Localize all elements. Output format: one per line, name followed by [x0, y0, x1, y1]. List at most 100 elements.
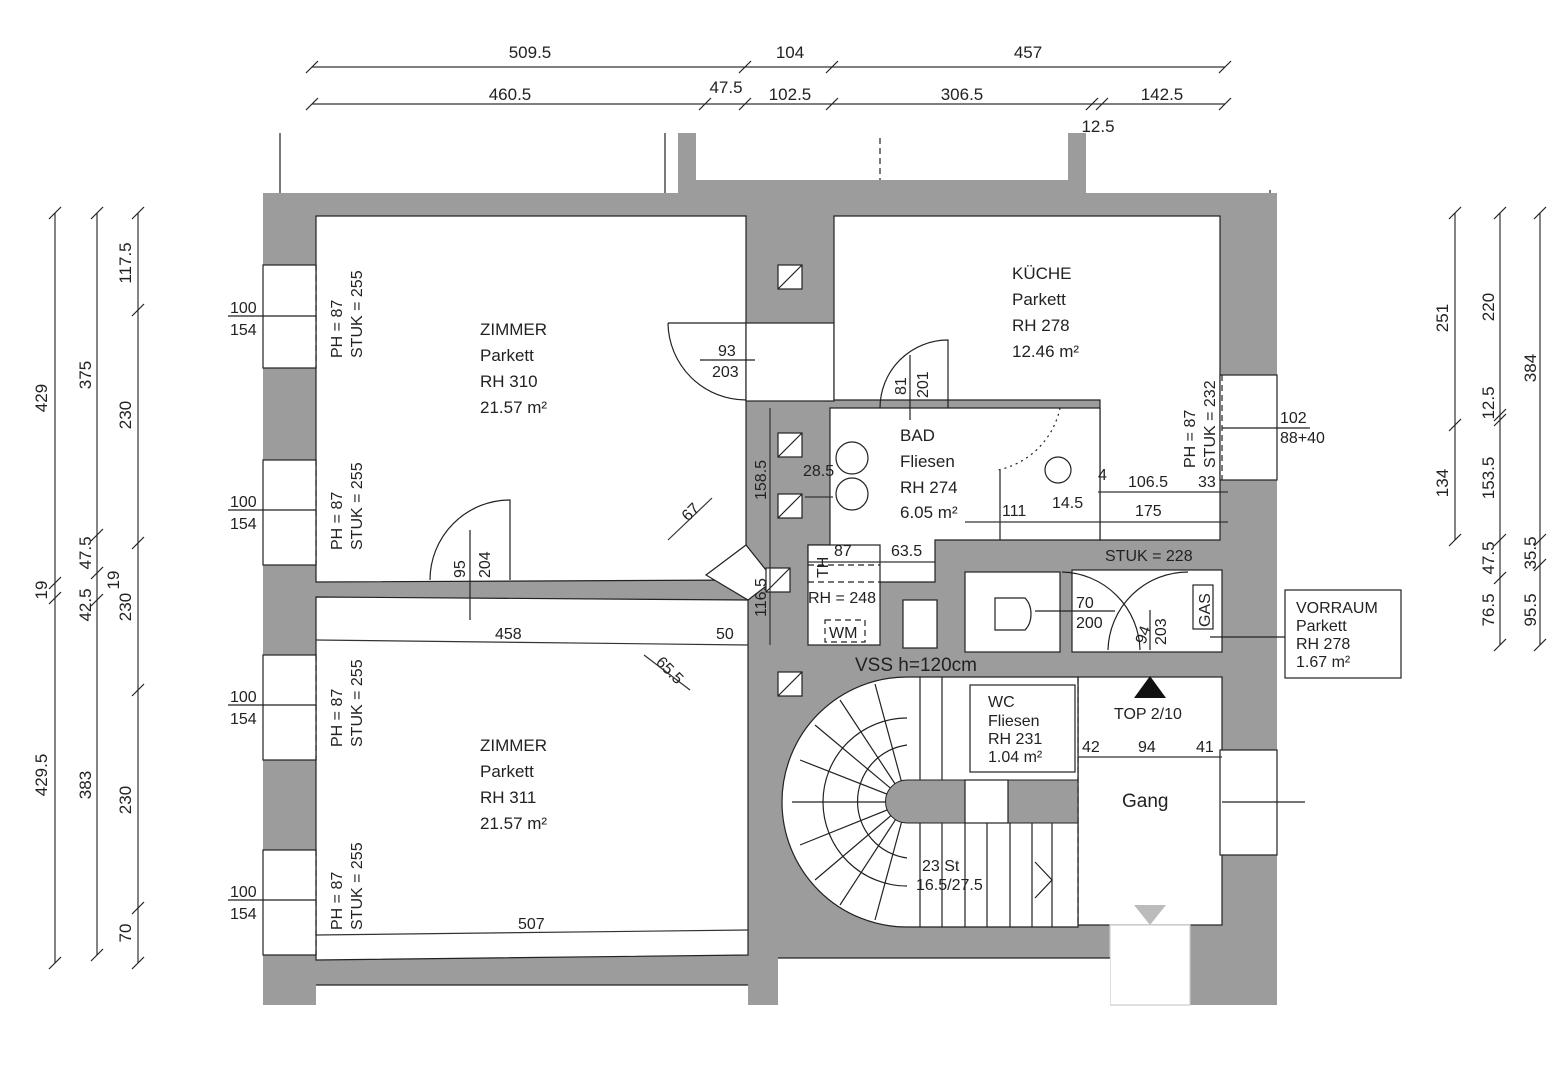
dim-label: 76.5 [1479, 593, 1498, 626]
dim-label: 47.5 [76, 536, 95, 569]
dim-label: 47.5 [1479, 541, 1498, 574]
dim-label: 12.5 [1081, 117, 1114, 136]
dim-label: 375 [76, 361, 95, 389]
dimension-tick [1218, 97, 1232, 111]
door-width: 93 [718, 343, 736, 360]
dim-label: 104 [776, 43, 804, 62]
dimension-lines [54, 66, 1541, 963]
dimension-tick [1493, 533, 1507, 547]
room-height: RH 278 [1012, 316, 1070, 335]
dim-label: 134 [1433, 469, 1452, 497]
room-zimmer-1-label: ZIMMER Parkett RH 310 21.57 m² [480, 320, 547, 417]
vss-label: VSS h=120cm [855, 655, 977, 676]
room-name: WC [988, 694, 1015, 711]
room-name: KÜCHE [1012, 264, 1072, 283]
room-height: RH 278 [1296, 636, 1350, 653]
room-floor: Fliesen [988, 713, 1040, 730]
dimension-tick [1493, 413, 1507, 427]
dimension-tick [305, 97, 319, 111]
dimension-tick [1533, 206, 1547, 220]
dim-label: 102.5 [769, 85, 812, 104]
dim-label: 230 [116, 401, 135, 429]
dimension-tick [131, 901, 145, 915]
room-zimmer-2-label: ZIMMER Parkett RH 311 21.57 m² [480, 736, 547, 833]
dimension-tick [131, 683, 145, 697]
dim-label: 106.5 [1128, 474, 1168, 491]
room-area: 1.04 m² [988, 749, 1043, 766]
dimension-tick [131, 303, 145, 317]
room-name: BAD [900, 426, 935, 445]
room-height: RH 274 [900, 478, 958, 497]
dimension-tick [1493, 206, 1507, 220]
dim-label: 158.5 [753, 460, 770, 500]
door-swings [429, 322, 1189, 651]
misc-labels: STUK = 228 RH = 248 TH WM GAS VSS h=120c… [808, 548, 1214, 894]
right-dimensions: 251 134 220 12.5 153.5 47.5 76.5 384 35.… [1433, 293, 1540, 627]
door-width: 94 [1133, 624, 1155, 647]
dimension-tick [48, 206, 62, 220]
window-stuk: STUK = 255 [349, 842, 366, 930]
dim-label: 4 [1098, 467, 1107, 484]
window-ph: PH = 87 [329, 872, 346, 930]
room-gang [1077, 676, 1223, 926]
dim-label: 95.5 [1521, 593, 1540, 626]
dim-label: 42.5 [76, 588, 95, 621]
door-height: 203 [1153, 618, 1170, 645]
top-dimensions: 509.5 104 457 460.5 47.5 102.5 306.5 142… [489, 43, 1184, 136]
room-floor: Parkett [1012, 290, 1066, 309]
dimension-tick [1533, 533, 1547, 547]
window-width: 100 [230, 884, 257, 901]
unit-label: TOP 2/10 [1114, 706, 1182, 723]
window-labels-right: 102 88+40 PH = 87 STUK = 232 [1182, 380, 1325, 468]
dimension-tick [90, 593, 104, 607]
room-area: 1.67 m² [1296, 654, 1351, 671]
dimension-tick [1448, 533, 1462, 547]
dim-label: 63.5 [891, 543, 922, 560]
room-vorraum-label: VORRAUM Parkett RH 278 1.67 m² [1210, 589, 1402, 679]
window-height: 154 [230, 516, 257, 533]
dim-label: 116.5 [753, 578, 770, 617]
dim-label: 12.5 [1479, 386, 1498, 419]
room-zimmer-2 [315, 596, 749, 961]
dim-label: 47.5 [709, 78, 742, 97]
dim-label: 383 [76, 771, 95, 799]
left-dimensions: 429 19 429.5 375 47.5 42.5 383 117.5 230… [32, 242, 135, 942]
dimension-tick [131, 206, 145, 220]
dimension-tick [738, 60, 752, 74]
dimension-tick [90, 948, 104, 962]
dimension-tick [825, 97, 839, 111]
dimension-tick [1493, 638, 1507, 652]
dim-label: 429 [32, 384, 51, 412]
window-height: 88+40 [1280, 430, 1325, 447]
dimension-tick [90, 528, 104, 542]
dim-label: 457 [1014, 43, 1042, 62]
room-wc-toilet [964, 571, 1061, 653]
dimension-ticks [48, 60, 1547, 970]
room-name: VORRAUM [1296, 600, 1378, 617]
door-width: 70 [1076, 595, 1094, 612]
dim-label: 28.5 [803, 463, 834, 480]
dim-label: 19 [104, 571, 123, 590]
room-bad-label: BAD Fliesen RH 274 6.05 m² [900, 426, 958, 522]
dim-label: 507 [518, 916, 545, 933]
dim-label: 111 [1002, 503, 1026, 520]
window-width: 100 [230, 689, 257, 706]
washing-machine-label: WM [829, 625, 857, 642]
dim-label: 175 [1135, 503, 1162, 520]
door-height: 204 [477, 551, 494, 578]
dim-label: 230 [116, 786, 135, 814]
dim-label: 509.5 [509, 43, 552, 62]
dim-label: 384 [1521, 354, 1540, 382]
dim-label: 14.5 [1052, 495, 1083, 512]
window-ph: PH = 87 [329, 492, 346, 550]
window-width: 100 [230, 494, 257, 511]
window-stuk: STUK = 232 [1202, 380, 1219, 468]
room-floor: Parkett [480, 762, 534, 781]
dimension-tick [738, 97, 752, 111]
dimension-tick [90, 566, 104, 580]
room-name: ZIMMER [480, 320, 547, 339]
dim-label: 41 [1196, 739, 1214, 756]
dimension-tick [1085, 97, 1099, 111]
room-gang-label: Gang [1122, 791, 1168, 812]
